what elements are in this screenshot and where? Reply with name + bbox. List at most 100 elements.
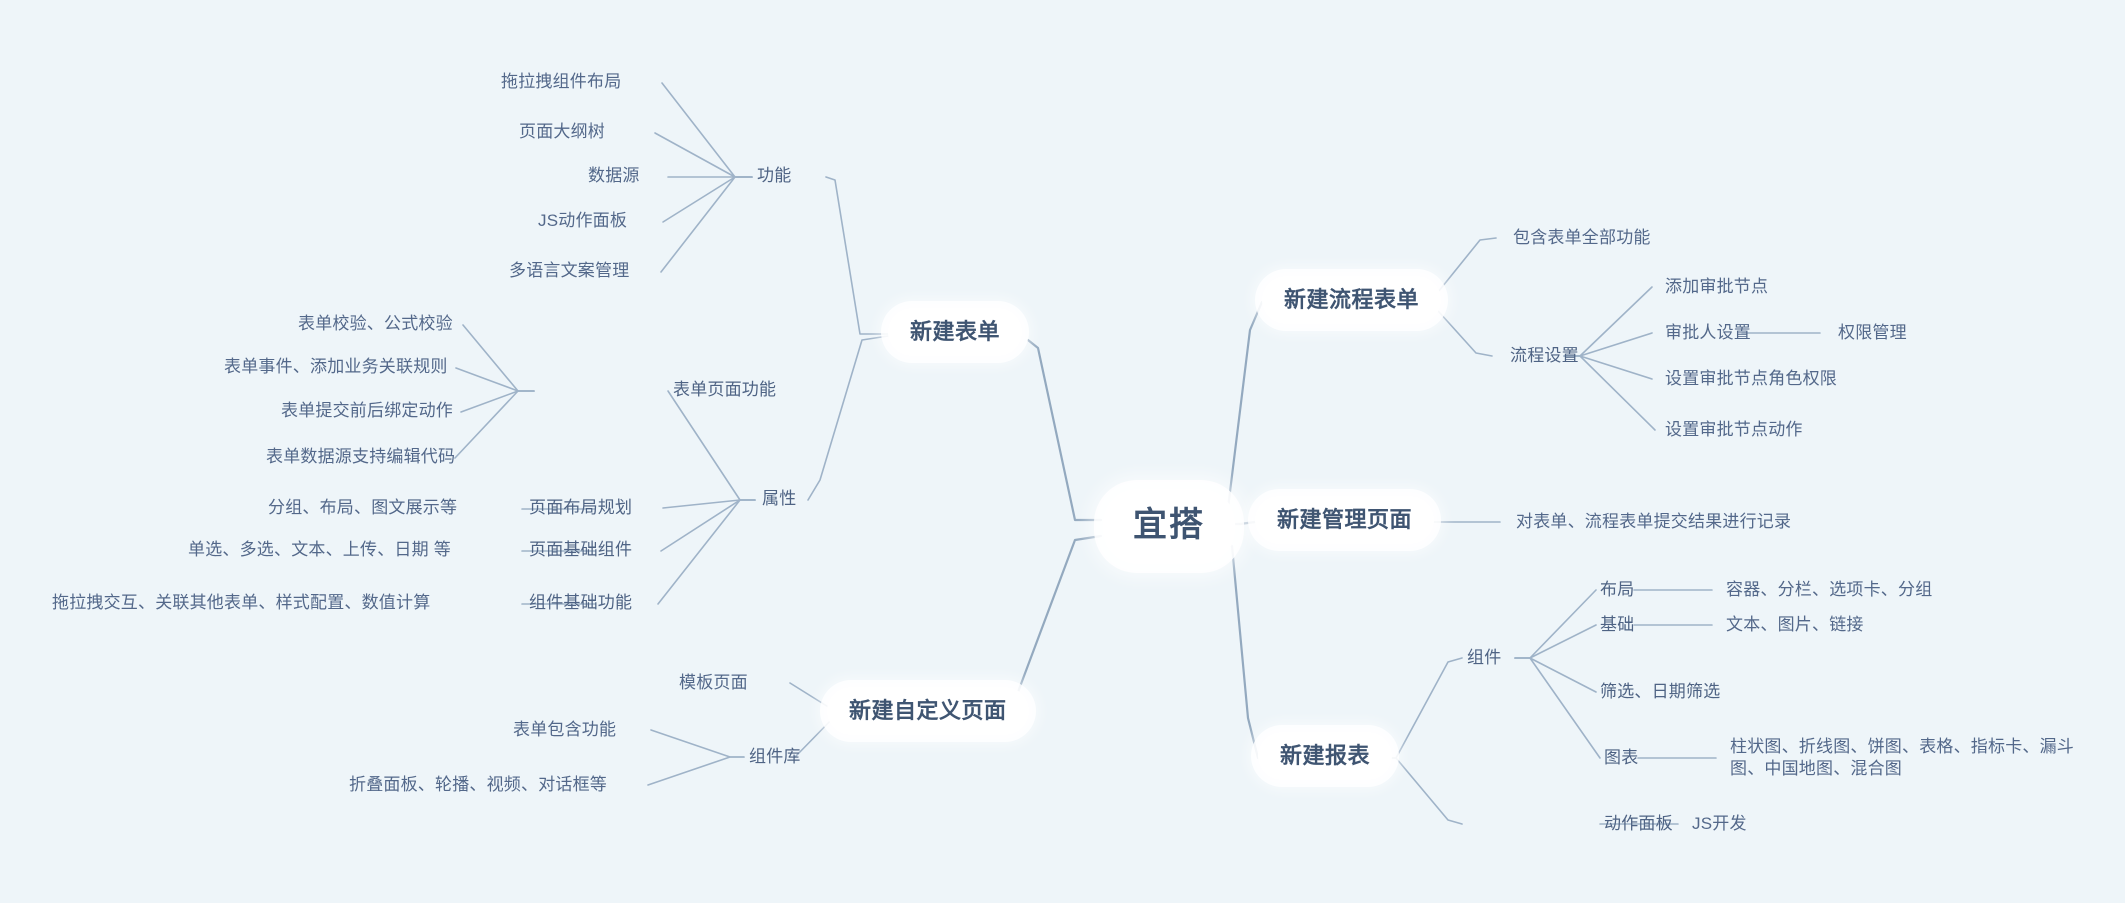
leaf-form-validate[interactable]: 表单校验、公式校验 bbox=[298, 313, 453, 335]
leaf-basic-detail[interactable]: 文本、图片、链接 bbox=[1726, 614, 1864, 636]
leaf-node-role-perm[interactable]: 设置审批节点角色权限 bbox=[1665, 368, 1837, 390]
leaf-form-event[interactable]: 表单事件、添加业务关联规则 bbox=[224, 356, 448, 378]
branch-new-custom-page[interactable]: 新建自定义页面 bbox=[827, 687, 1029, 736]
edge-attribute-to-form-page-fn bbox=[667, 390, 756, 501]
node-function[interactable]: 功能 bbox=[757, 165, 791, 187]
node-action-panel-label: 动作面板 bbox=[1604, 814, 1673, 833]
node-page-layout-plan[interactable]: 页面布局规划 bbox=[529, 497, 632, 519]
edge-attribute-to-page-layout-plan bbox=[662, 499, 756, 509]
leaf-permission-mgmt-label: 权限管理 bbox=[1838, 323, 1907, 342]
leaf-template-page-label: 模板页面 bbox=[679, 673, 748, 692]
leaf-datasource[interactable]: 数据源 bbox=[588, 165, 640, 187]
leaf-datasource-label: 数据源 bbox=[588, 166, 640, 185]
branch-new-flow-form[interactable]: 新建流程表单 bbox=[1262, 276, 1442, 325]
leaf-form-submit-action-label: 表单提交前后绑定动作 bbox=[281, 401, 453, 420]
leaf-form-ds-code-label: 表单数据源支持编辑代码 bbox=[266, 447, 456, 466]
leaf-form-included-fn-label: 表单包含功能 bbox=[513, 720, 617, 739]
node-layout[interactable]: 布局 bbox=[1600, 579, 1634, 601]
leaf-js-panel[interactable]: JS动作面板 bbox=[538, 210, 627, 232]
leaf-outline-tree[interactable]: 页面大纲树 bbox=[519, 121, 605, 143]
leaf-form-included-fn[interactable]: 表单包含功能 bbox=[513, 719, 616, 741]
node-widget-lib[interactable]: 组件库 bbox=[749, 746, 801, 768]
leaf-js-panel-label: JS动作面板 bbox=[538, 211, 628, 230]
edge-form-page-fn-to-validate bbox=[462, 324, 535, 392]
leaf-template-page[interactable]: 模板页面 bbox=[679, 672, 748, 694]
node-chart[interactable]: 图表 bbox=[1604, 747, 1638, 769]
leaf-chart-detail[interactable]: 柱状图、折线图、饼图、表格、指标卡、漏斗图、中国地图、混合图 bbox=[1730, 736, 2074, 781]
branch-new-report[interactable]: 新建报表 bbox=[1258, 732, 1393, 781]
node-function-label: 功能 bbox=[757, 166, 792, 185]
node-page-layout-plan-label: 页面布局规划 bbox=[529, 498, 633, 517]
edge-function-to-outline-tree bbox=[654, 132, 753, 178]
node-page-basic-widgets[interactable]: 页面基础组件 bbox=[529, 539, 632, 561]
leaf-add-approval-node-label: 添加审批节点 bbox=[1665, 277, 1769, 296]
leaf-approver-setting[interactable]: 审批人设置 bbox=[1665, 322, 1751, 344]
leaf-form-ds-code[interactable]: 表单数据源支持编辑代码 bbox=[266, 446, 455, 468]
edge-attribute-to-page-basic-widgets bbox=[660, 499, 756, 552]
node-filter-label: 筛选、日期筛选 bbox=[1600, 682, 1721, 701]
edge-report-to-widgets bbox=[1377, 657, 1463, 759]
leaf-node-action[interactable]: 设置审批节点动作 bbox=[1665, 419, 1803, 441]
leaf-form-submit-action[interactable]: 表单提交前后绑定动作 bbox=[281, 400, 453, 422]
node-basic[interactable]: 基础 bbox=[1600, 614, 1634, 636]
edge-form-page-fn-to-ds-code bbox=[454, 390, 535, 459]
leaf-admin-desc[interactable]: 对表单、流程表单提交结果进行记录 bbox=[1516, 511, 1791, 533]
edge-widgets-to-chart bbox=[1514, 657, 1601, 759]
leaf-include-all-form-fn[interactable]: 包含表单全部功能 bbox=[1513, 227, 1651, 249]
leaf-approver-setting-label: 审批人设置 bbox=[1665, 323, 1751, 342]
edge-root-to-new-report bbox=[1205, 538, 1260, 760]
node-widget-lib-label: 组件库 bbox=[749, 747, 801, 766]
branch-new-form[interactable]: 新建表单 bbox=[888, 308, 1023, 357]
leaf-permission-mgmt[interactable]: 权限管理 bbox=[1838, 322, 1907, 344]
edge-form-page-fn-to-event bbox=[455, 367, 535, 392]
node-action-panel[interactable]: 动作面板 bbox=[1604, 813, 1673, 835]
leaf-chart-detail-line2: 图、中国地图、混合图 bbox=[1730, 759, 1902, 779]
edge-function-to-i18n bbox=[660, 176, 753, 273]
leaf-group-layout-detail-label: 分组、布局、图文展示等 bbox=[268, 498, 458, 517]
leaf-outline-tree-label: 页面大纲树 bbox=[519, 122, 605, 141]
edge-widget-lib-to-form-included-fn bbox=[650, 729, 745, 758]
edge-root-to-new-custom-page bbox=[1003, 534, 1103, 715]
branch-new-report-label: 新建报表 bbox=[1280, 743, 1371, 768]
leaf-layout-detail-label: 容器、分栏、选项卡、分组 bbox=[1726, 580, 1933, 599]
node-layout-label: 布局 bbox=[1600, 580, 1635, 599]
branch-new-admin-page[interactable]: 新建管理页面 bbox=[1255, 496, 1435, 545]
leaf-i18n[interactable]: 多语言文案管理 bbox=[509, 260, 629, 282]
node-widgets[interactable]: 组件 bbox=[1467, 647, 1501, 669]
leaf-chart-detail-line1: 柱状图、折线图、饼图、表格、指标卡、漏斗 bbox=[1730, 737, 2074, 756]
leaf-form-event-label: 表单事件、添加业务关联规则 bbox=[224, 357, 448, 376]
node-form-page-fn[interactable]: 表单页面功能 bbox=[673, 379, 776, 401]
edge-widgets-to-layout bbox=[1514, 589, 1597, 659]
leaf-basic-widgets-detail[interactable]: 单选、多选、文本、上传、日期 等 bbox=[188, 539, 451, 561]
branch-new-flow-form-label: 新建流程表单 bbox=[1284, 287, 1420, 312]
leaf-drag-layout[interactable]: 拖拉拽组件布局 bbox=[501, 71, 621, 93]
leaf-form-validate-label: 表单校验、公式校验 bbox=[298, 314, 453, 333]
edge-new-form-to-function bbox=[825, 176, 889, 335]
edge-widgets-to-filter bbox=[1514, 657, 1597, 693]
leaf-node-role-perm-label: 设置审批节点角色权限 bbox=[1665, 369, 1837, 388]
leaf-js-dev-label: JS开发 bbox=[1692, 814, 1747, 833]
leaf-layout-detail[interactable]: 容器、分栏、选项卡、分组 bbox=[1726, 579, 1932, 601]
edge-new-form-to-attribute bbox=[807, 335, 889, 501]
branch-new-admin-page-label: 新建管理页面 bbox=[1277, 507, 1413, 532]
leaf-widget-basic-detail[interactable]: 拖拉拽交互、关联其他表单、样式配置、数值计算 bbox=[52, 592, 430, 614]
edge-attribute-to-widget-basic-fn bbox=[657, 499, 756, 605]
edge-function-to-drag-layout bbox=[661, 82, 753, 178]
node-flow-settings-label: 流程设置 bbox=[1510, 346, 1579, 365]
node-widget-basic-fn[interactable]: 组件基础功能 bbox=[529, 592, 632, 614]
leaf-basic-detail-label: 文本、图片、链接 bbox=[1726, 615, 1864, 634]
root-node[interactable]: 宜搭 bbox=[1103, 489, 1235, 564]
leaf-basic-widgets-detail-label: 单选、多选、文本、上传、日期 等 bbox=[188, 540, 451, 559]
node-flow-settings[interactable]: 流程设置 bbox=[1510, 345, 1579, 367]
node-widgets-label: 组件 bbox=[1467, 648, 1502, 667]
leaf-i18n-label: 多语言文案管理 bbox=[509, 261, 630, 280]
leaf-group-layout-detail[interactable]: 分组、布局、图文展示等 bbox=[268, 497, 457, 519]
leaf-add-approval-node[interactable]: 添加审批节点 bbox=[1665, 276, 1768, 298]
root-node-label: 宜搭 bbox=[1133, 506, 1205, 544]
node-filter[interactable]: 筛选、日期筛选 bbox=[1600, 681, 1720, 703]
edge-form-page-fn-to-submit-action bbox=[460, 390, 535, 413]
node-attribute[interactable]: 属性 bbox=[762, 488, 796, 510]
leaf-js-dev[interactable]: JS开发 bbox=[1692, 813, 1747, 835]
node-form-page-fn-label: 表单页面功能 bbox=[673, 380, 777, 399]
leaf-collapse-etc[interactable]: 折叠面板、轮播、视频、对话框等 bbox=[349, 774, 607, 796]
